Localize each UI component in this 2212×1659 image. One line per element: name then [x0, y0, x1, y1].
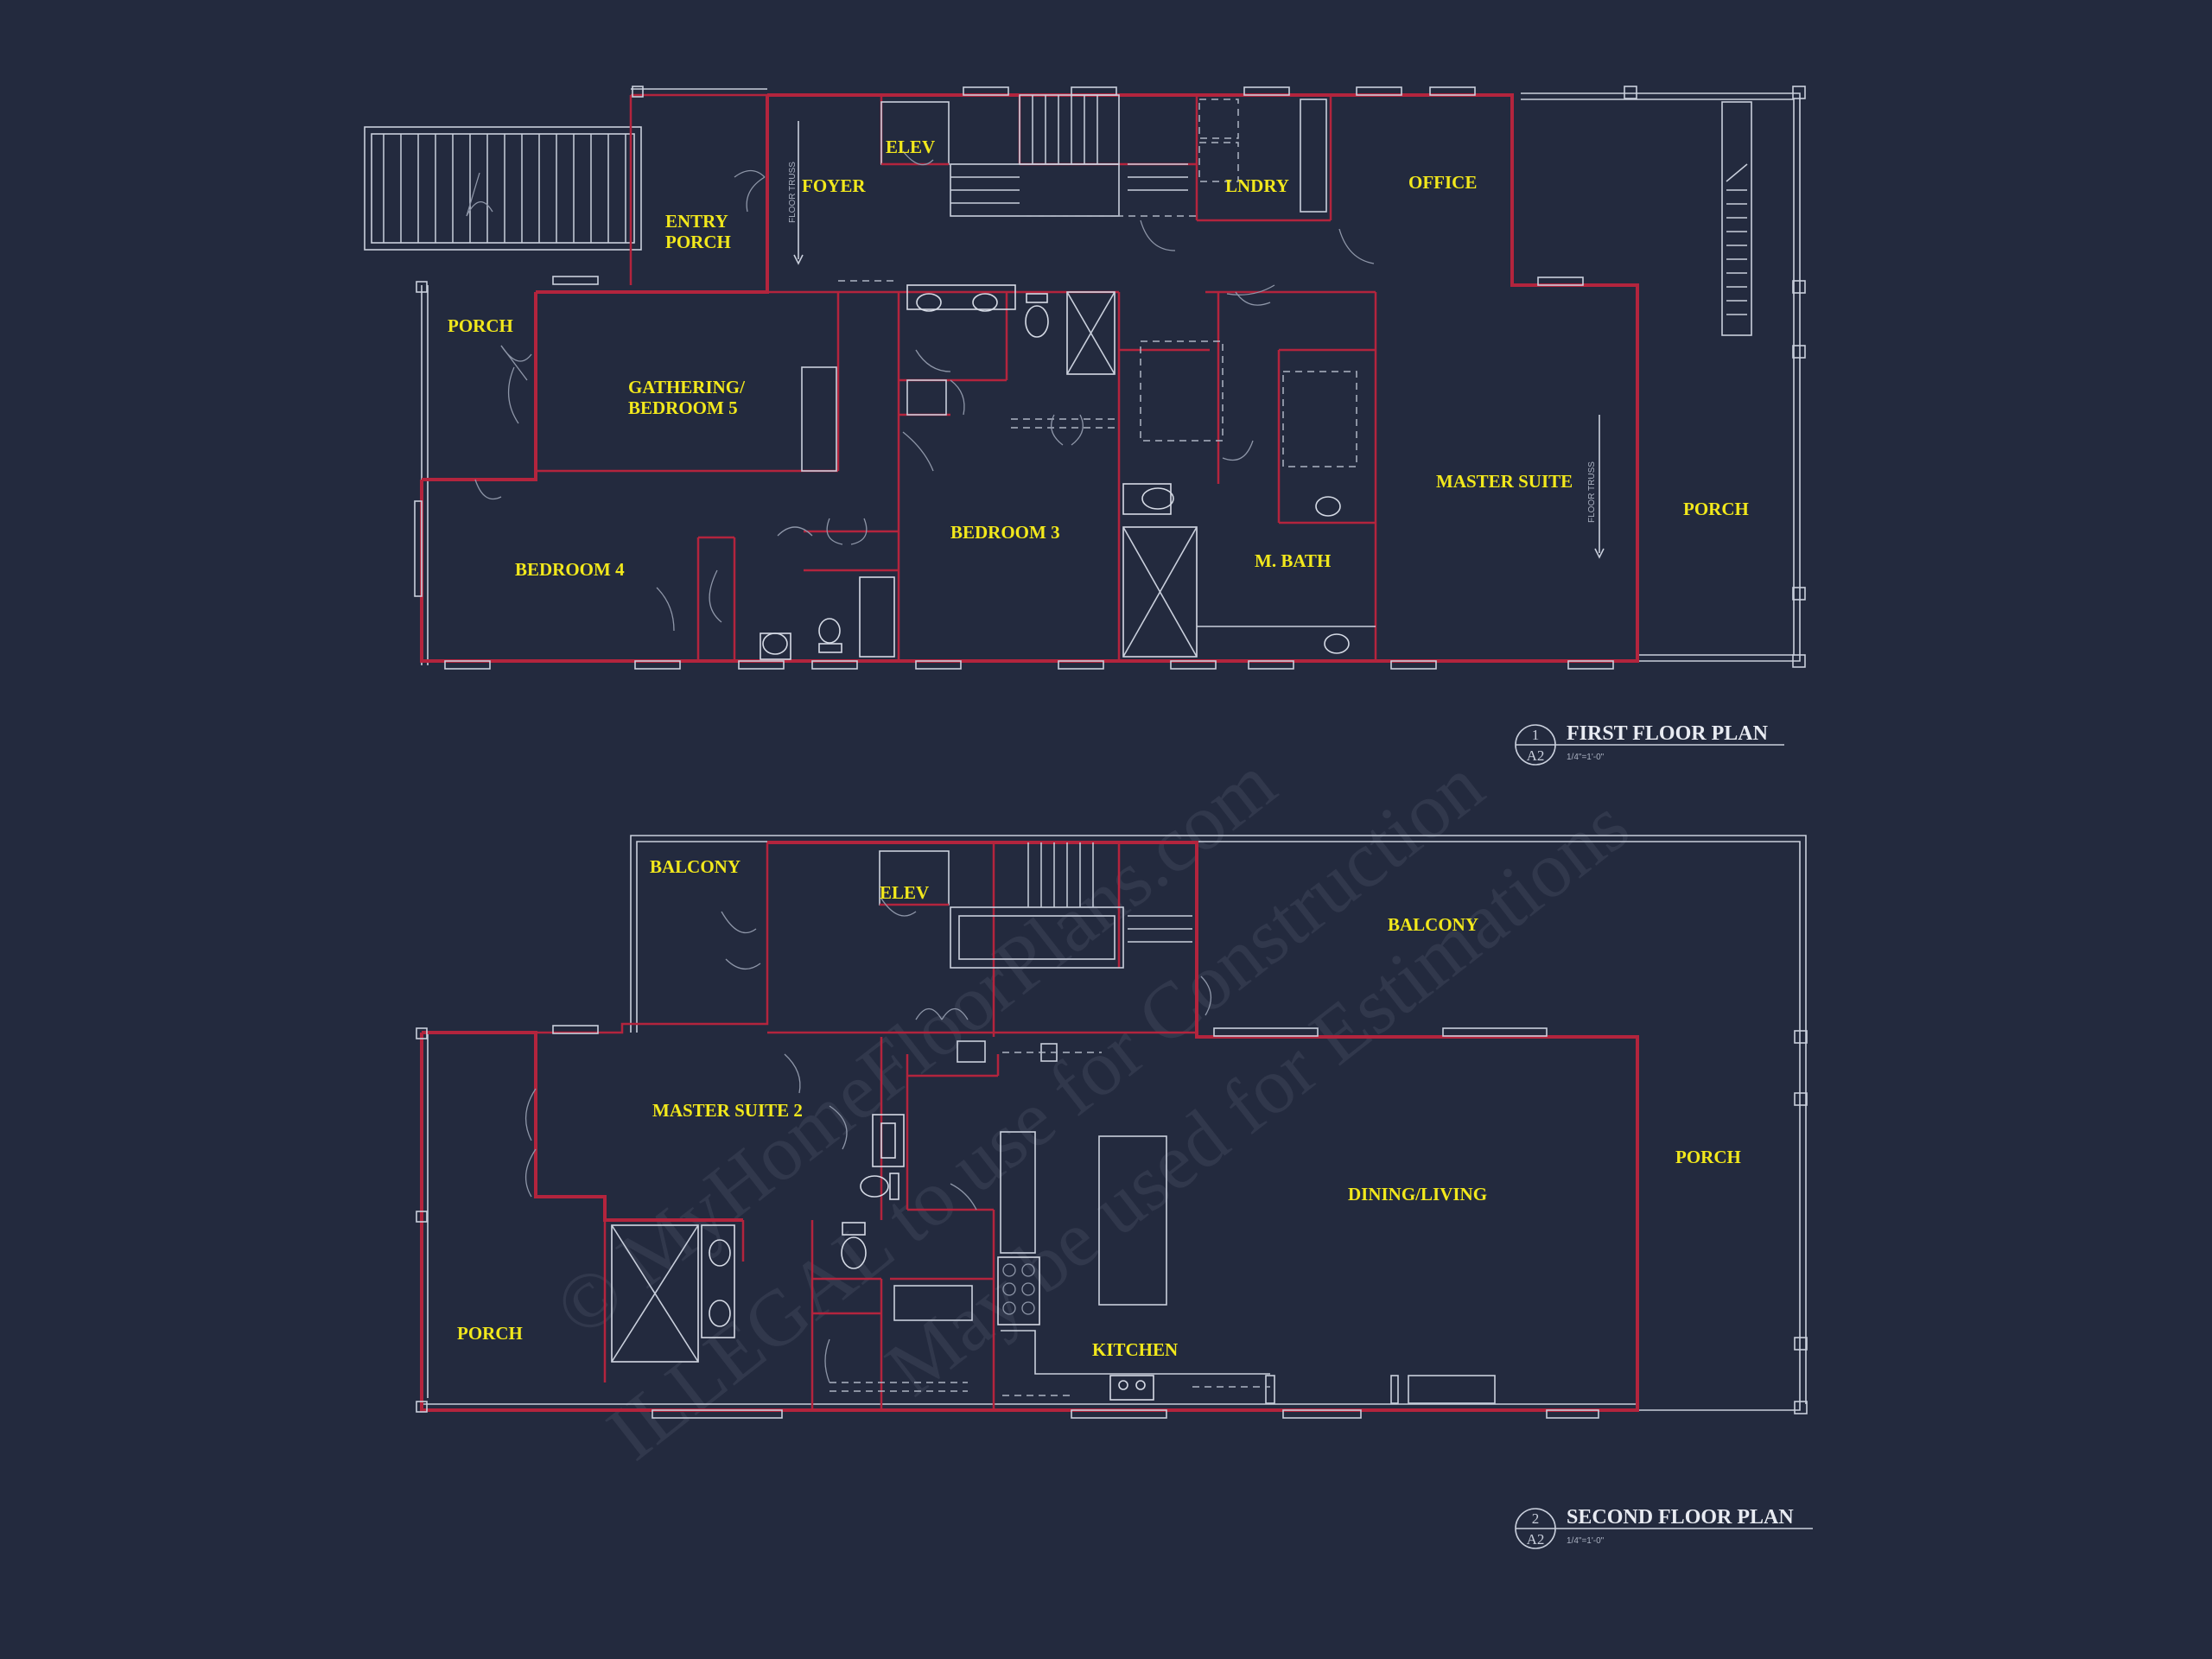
- room-label-entry-porch-2: PORCH: [665, 232, 731, 252]
- room-label-elev: ELEV: [886, 137, 935, 157]
- first-floor-scale: 1/4"=1'-0": [1567, 753, 1605, 762]
- columns-second: [416, 1027, 1808, 1414]
- exterior-stair-east: [1721, 101, 1752, 336]
- bath-fixtures-first: [760, 284, 1376, 660]
- porch-railings-first: [421, 88, 1801, 665]
- room-label-office: OFFICE: [1408, 172, 1477, 193]
- detail-number-1: 1: [1532, 727, 1540, 743]
- floor-truss-arrows: [793, 121, 1605, 559]
- kitchen-counters: [957, 1040, 1270, 1401]
- room-label-porch-east-second: PORCH: [1675, 1147, 1741, 1167]
- detail-number-2: 2: [1532, 1510, 1540, 1527]
- kitchen-island: [1098, 1135, 1167, 1306]
- room-label-bedroom-3: BEDROOM 3: [950, 522, 1060, 543]
- first-floor-plan: FLOOR TRUSS FLOOR TRUSS ENTRY PORCH FOYE…: [364, 86, 1806, 766]
- room-label-master-suite: MASTER SUITE: [1436, 471, 1573, 492]
- room-label-bedroom-4: BEDROOM 4: [515, 559, 625, 580]
- second-floor-title-block: 2 A2 SECOND FLOOR PLAN 1/4"=1'-0": [1515, 1506, 1813, 1549]
- room-label-gathering-1: GATHERING/: [628, 377, 746, 397]
- first-floor-plan-title: FIRST FLOOR PLAN: [1567, 722, 1769, 745]
- interior-stair-first: [950, 94, 1197, 217]
- laundry-appliances: [1198, 99, 1327, 213]
- second-floor-walls: [420, 841, 1639, 1412]
- room-label-dining-living: DINING/LIVING: [1348, 1184, 1487, 1205]
- second-floor-windows: [552, 1025, 1599, 1419]
- room-label-kitchen: KITCHEN: [1092, 1339, 1178, 1360]
- second-floor-scale: 1/4"=1'-0": [1567, 1536, 1605, 1546]
- room-label-balcony-east: BALCONY: [1388, 914, 1478, 935]
- watermark-line-3: May be used for Estimations: [870, 780, 1644, 1413]
- room-label-laundry: LNDRY: [1225, 175, 1289, 196]
- bath-fixtures-second: [611, 1114, 973, 1392]
- second-floor-room-labels: BALCONY ELEV BALCONY MASTER SUITE 2 PORC…: [457, 856, 1741, 1360]
- floor-truss-note-b: FLOOR TRUSS: [1587, 461, 1597, 523]
- room-label-gathering-2: BEDROOM 5: [628, 397, 738, 418]
- door-swings-second: [524, 898, 1211, 1383]
- exterior-stair-west: [364, 126, 642, 251]
- room-label-porch-east: PORCH: [1683, 499, 1749, 519]
- room-label-porch-west: PORCH: [448, 315, 513, 336]
- watermark: © MyHomeFloorPlans.com ILLEGAL to use fo…: [538, 738, 1644, 1477]
- room-label-master-suite-2: MASTER SUITE 2: [652, 1100, 803, 1121]
- room-label-elev-second: ELEV: [880, 882, 929, 903]
- second-floor-plan: BALCONY ELEV BALCONY MASTER SUITE 2 PORC…: [416, 835, 1813, 1549]
- closets-first: [801, 280, 1115, 472]
- sheet-ref-1: A2: [1527, 747, 1545, 764]
- room-label-porch-west-second: PORCH: [457, 1323, 523, 1344]
- columns-first: [416, 86, 1806, 668]
- first-floor-walls: [420, 93, 1639, 663]
- elevator-second: [879, 850, 950, 906]
- elevator-first: [880, 101, 950, 166]
- interior-stair-second: [950, 842, 1192, 969]
- room-label-balcony-west: BALCONY: [650, 856, 741, 877]
- room-label-foyer: FOYER: [802, 175, 866, 196]
- door-swings-first: [466, 150, 1375, 632]
- floor-truss-note-a: FLOOR TRUSS: [788, 162, 798, 223]
- second-floor-plan-title: SECOND FLOOR PLAN: [1567, 1506, 1794, 1529]
- first-floor-windows: [414, 86, 1614, 670]
- room-label-m-bath: M. BATH: [1255, 550, 1331, 571]
- first-floor-room-labels: ENTRY PORCH FOYER ELEV LNDRY OFFICE PORC…: [448, 137, 1749, 580]
- room-label-entry-porch-1: ENTRY: [665, 211, 728, 232]
- first-floor-title-block: 1 A2 FIRST FLOOR PLAN 1/4"=1'-0": [1515, 722, 1784, 766]
- sheet-ref-2: A2: [1527, 1531, 1545, 1548]
